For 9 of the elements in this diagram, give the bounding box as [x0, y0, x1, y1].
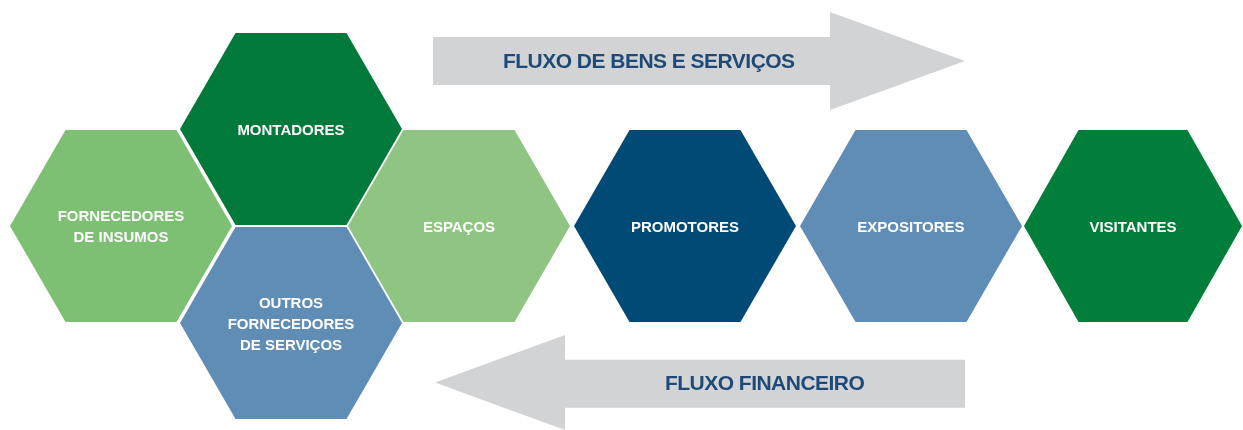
hexagon-label: OUTROS FORNECEDORES DE SERVIÇOS: [227, 292, 355, 355]
arrow-label: FLUXO FINANCEIRO: [665, 369, 865, 396]
hexagon-label: MONTADORES: [237, 119, 345, 140]
hexagon-label: VISITANTES: [1089, 216, 1177, 237]
arrow-label: FLUXO DE BENS E SERVIÇOS: [503, 48, 795, 75]
hexagon-label: ESPAÇOS: [422, 216, 496, 237]
hexagon-label: FORNECEDORES DE INSUMOS: [57, 206, 185, 247]
hexagon-label: EXPOSITORES: [857, 216, 965, 237]
hexagon-label: PROMOTORES: [630, 216, 740, 237]
